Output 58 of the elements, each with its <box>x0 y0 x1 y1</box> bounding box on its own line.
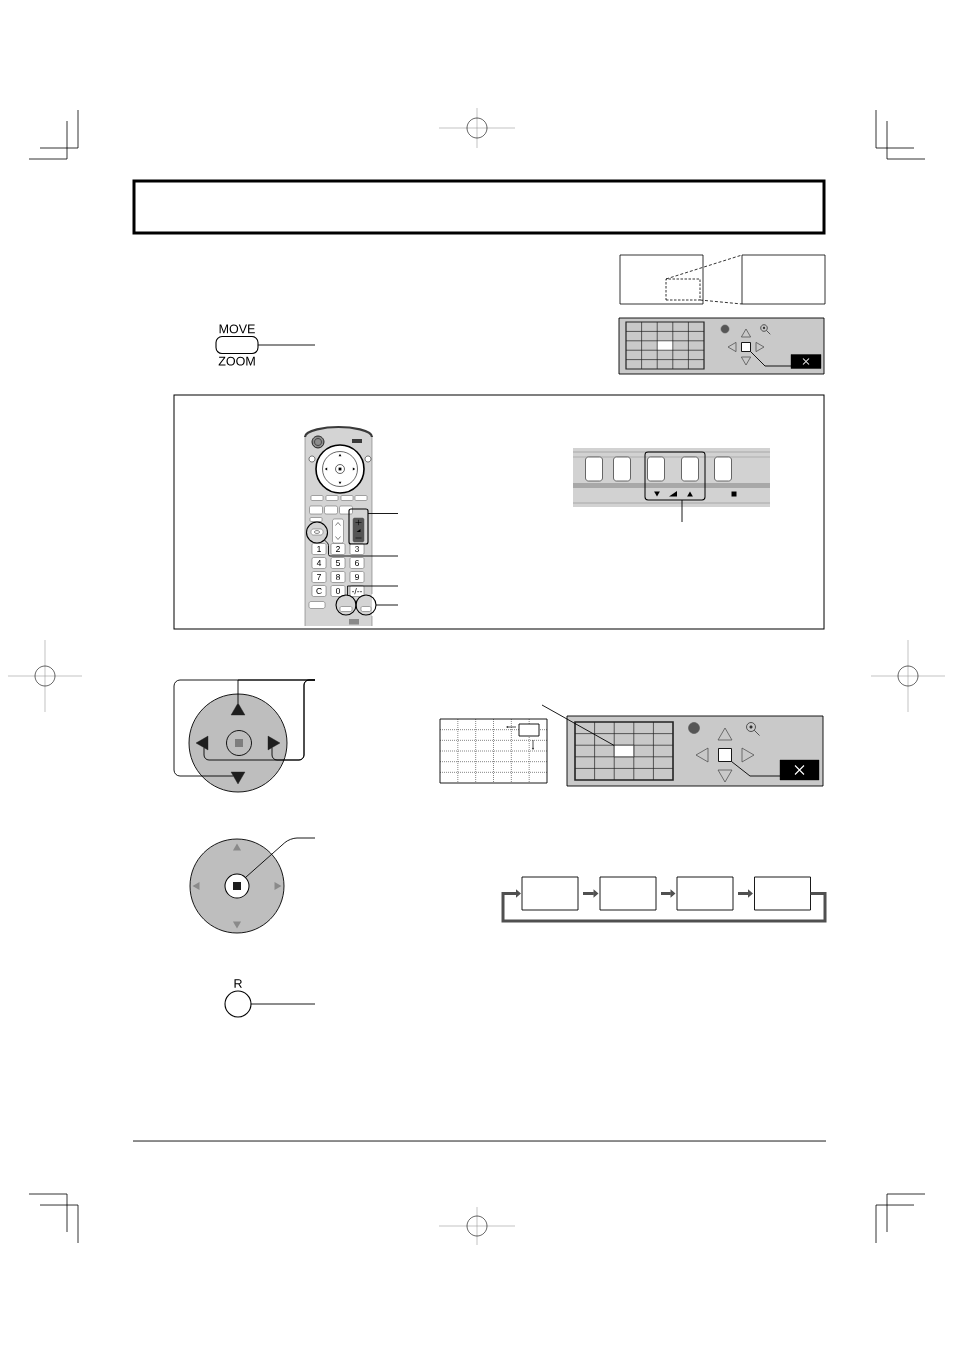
leader-line <box>367 513 399 514</box>
registration-mark <box>7 639 83 713</box>
leader-line <box>541 704 615 746</box>
process-box <box>676 876 734 911</box>
leader-line <box>750 351 792 367</box>
highlight-frame <box>348 508 369 545</box>
registration-mark <box>438 1206 516 1246</box>
zoom-area <box>665 278 701 301</box>
node-label: R <box>234 979 242 988</box>
centre-button <box>718 748 732 762</box>
remote-key: 1 <box>311 543 327 555</box>
leader-line <box>731 761 781 777</box>
arrow-button <box>267 735 281 751</box>
leader-line <box>245 837 316 878</box>
highlight-circle <box>355 594 377 616</box>
title-banner <box>132 179 826 235</box>
leader-line <box>375 604 399 606</box>
arrow-button <box>230 702 246 716</box>
projection-line <box>665 254 743 280</box>
registration-mark <box>870 639 946 713</box>
enlarged-screen <box>741 254 826 305</box>
remote-key: 3 <box>349 543 365 555</box>
remote-key: -/-- <box>349 585 365 597</box>
node-label: ZOOM <box>218 356 255 366</box>
remote-key: 5 <box>330 557 346 569</box>
remote-key: C <box>311 585 327 597</box>
leader-line <box>257 344 316 346</box>
process-box <box>754 876 811 911</box>
highlight-frame <box>644 451 706 501</box>
arrow-button <box>195 735 209 751</box>
highlight-circle <box>305 521 329 544</box>
close-button <box>790 354 822 369</box>
leader-line <box>324 539 399 557</box>
registration-mark <box>438 107 516 149</box>
close-button <box>779 759 820 781</box>
remote-key: 9 <box>349 571 365 583</box>
grid-cell <box>613 744 635 758</box>
screen-frame <box>619 254 704 305</box>
process-box <box>521 876 579 911</box>
arrow-button <box>230 771 246 785</box>
leader-line <box>250 1003 316 1005</box>
remote-key: 7 <box>311 571 327 583</box>
leader-line <box>681 499 683 523</box>
node-label: MOVE <box>219 324 255 334</box>
highlight-circle <box>335 594 357 616</box>
remote-key: 6 <box>349 557 365 569</box>
remote-key: 2 <box>330 543 346 555</box>
centre-button <box>741 342 751 352</box>
remote-button: MOVE ZOOM <box>215 324 259 366</box>
remote-button: R <box>224 979 252 1018</box>
remote-key: 0 <box>330 585 346 597</box>
remote-key: 8 <box>330 571 346 583</box>
remote-key: 4 <box>311 557 327 569</box>
leader-line <box>173 679 316 777</box>
leader-line <box>347 585 399 596</box>
process-box <box>599 876 657 911</box>
return-arrow <box>501 889 827 923</box>
projection-line <box>699 299 743 305</box>
